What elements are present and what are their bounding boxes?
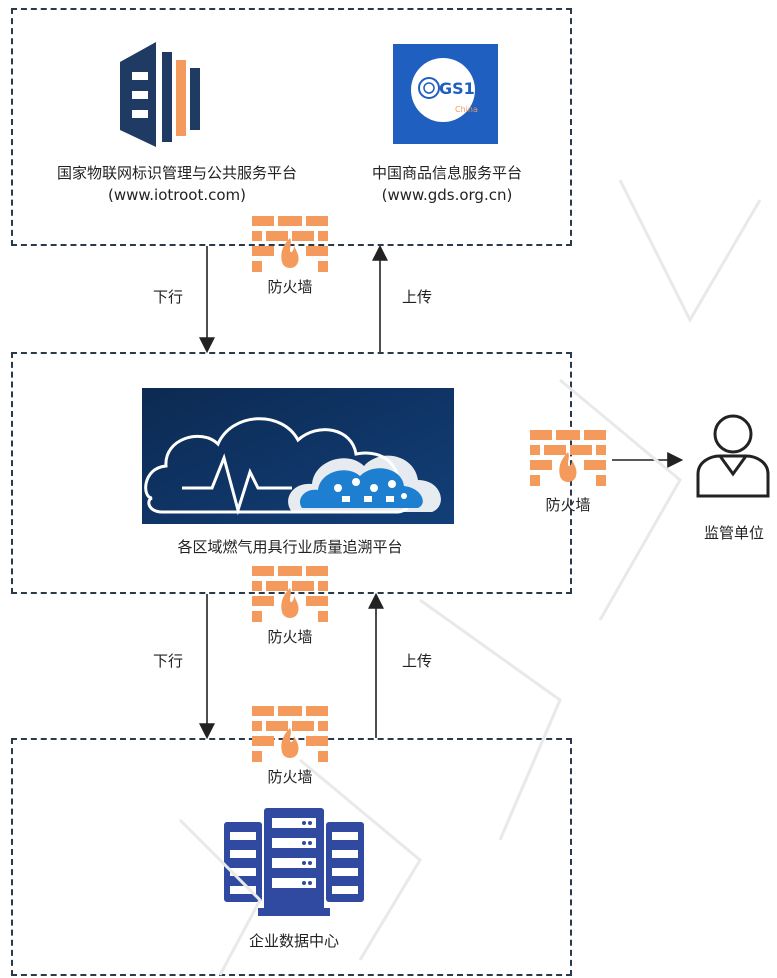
firewall-label-top: 防火墙 <box>267 278 313 296</box>
gds-platform-name: 中国商品信息服务平台 <box>371 164 522 182</box>
firewall-icon <box>252 706 328 762</box>
firewall-icon <box>530 430 606 486</box>
enterprise-data-center-label: 企业数据中心 <box>248 932 339 950</box>
iotroot-logo <box>120 42 200 147</box>
firewall-label-middle: 防火墙 <box>267 628 313 646</box>
iotroot-platform-name: 国家物联网标识管理与公共服务平台 <box>56 164 297 182</box>
regulator-person-icon <box>696 414 770 498</box>
gds-platform-url: (www.gds.org.cn) <box>381 186 513 204</box>
gs1-logo: GS1 China <box>393 44 498 144</box>
down-label-top: 下行 <box>152 288 183 306</box>
down-label-bottom: 下行 <box>152 652 183 670</box>
middle-platform-name: 各区域燃气用具行业质量追溯平台 <box>177 538 403 556</box>
firewall-label-right: 防火墙 <box>545 496 591 514</box>
firewall-icon <box>252 566 328 622</box>
regulator-label: 监管单位 <box>703 524 764 542</box>
enterprise-group <box>11 738 572 976</box>
iotroot-platform-url: (www.iotroot.com) <box>107 186 246 204</box>
top-platforms-group <box>11 8 572 246</box>
up-label-top: 上传 <box>401 288 432 306</box>
firewall-label-bottom: 防火墙 <box>267 768 313 786</box>
gs1-logo-subtext: China <box>455 105 478 114</box>
up-label-bottom: 上传 <box>401 652 432 670</box>
data-center-server-icon <box>224 808 364 916</box>
firewall-icon <box>252 216 328 272</box>
cloud-platform-image <box>142 388 454 524</box>
gs1-logo-text: GS1 <box>439 79 475 98</box>
